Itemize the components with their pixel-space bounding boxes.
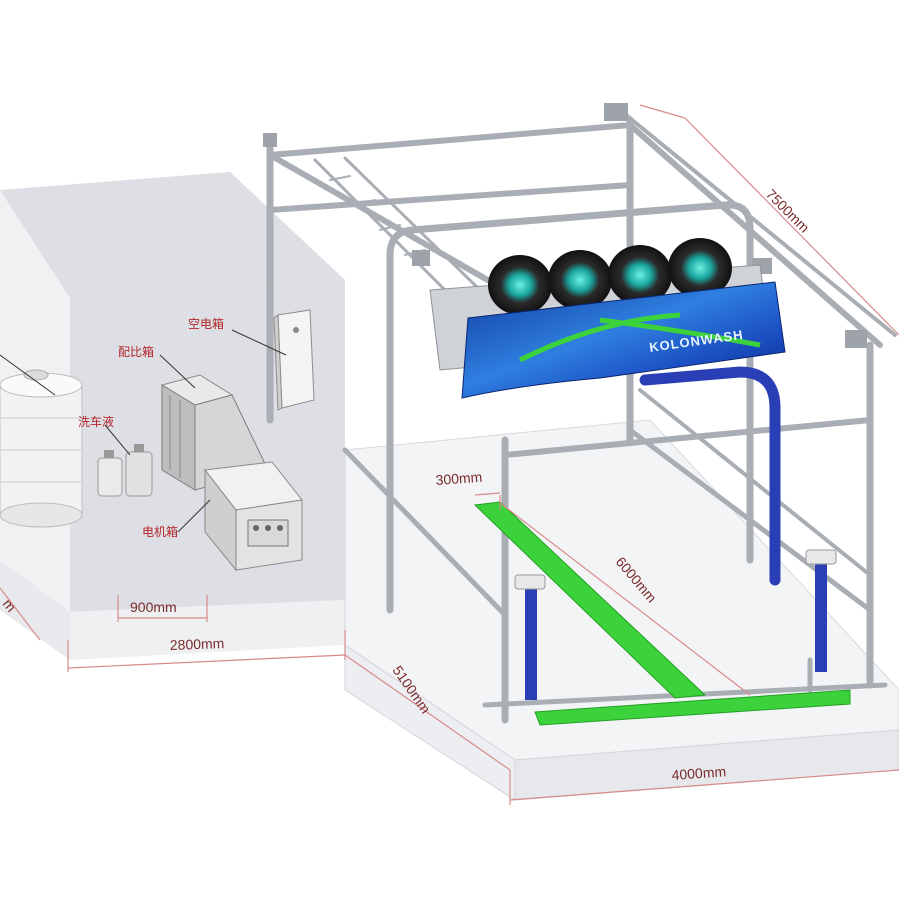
dim-4000: 4000mm	[671, 763, 726, 783]
motor-box	[204, 461, 303, 572]
sensor-post-right	[815, 560, 827, 672]
brush-rollers	[488, 238, 732, 315]
green-rail-cross	[534, 689, 851, 726]
roller-3	[608, 245, 672, 305]
green-rail-long	[473, 501, 707, 699]
air-electric-box	[273, 309, 315, 411]
wash-liquid-canisters	[97, 444, 153, 497]
water-tank	[0, 369, 83, 528]
mounting-brackets	[263, 103, 867, 348]
room-base-side	[0, 560, 70, 660]
leader-lines	[0, 329, 287, 533]
dim-300: 300mm	[435, 469, 483, 488]
brand-banner: KOLONWASH	[461, 281, 786, 399]
dim-2800: 2800mm	[170, 635, 225, 653]
dimension-lines	[0, 104, 899, 805]
sensor-posts	[514, 549, 837, 700]
dim-7500: 7500mm	[763, 186, 813, 236]
label-air-box: 空电箱	[188, 316, 224, 331]
room-base-front	[70, 600, 345, 660]
label-mix-box: 配比箱	[118, 344, 154, 359]
green-guide-rails	[473, 501, 851, 726]
label-wash-liquid: 洗车液	[78, 414, 114, 429]
gantry-frame	[266, 108, 897, 724]
side-spray-arm	[639, 366, 781, 586]
roller-4	[668, 238, 732, 298]
roller-1	[488, 255, 552, 315]
sensor-post-left	[525, 585, 537, 700]
roller-2	[548, 250, 612, 310]
label-motor-box: 电机箱	[142, 524, 178, 539]
room-roof	[0, 172, 345, 298]
dim-900: 900mm	[130, 599, 177, 615]
